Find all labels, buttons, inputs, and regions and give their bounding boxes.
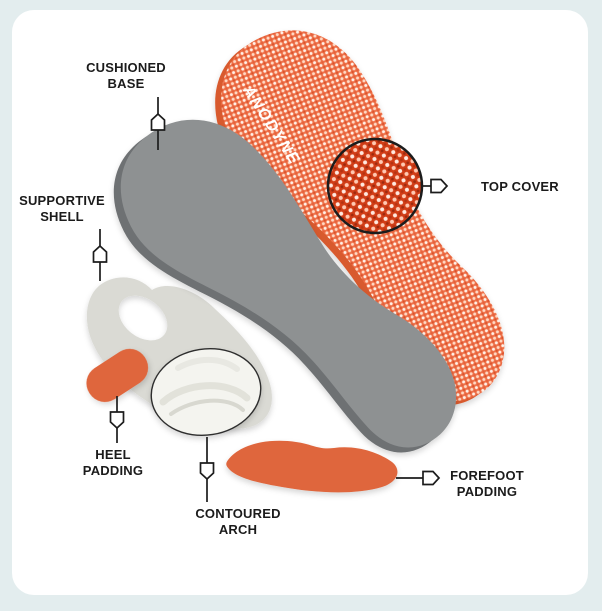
heel-padding-shape: [86, 348, 149, 403]
label-forefoot-padding: FOREFOOT PADDING: [450, 468, 524, 499]
tag-icon: [430, 178, 448, 194]
tag-icon: [109, 411, 125, 429]
arch-outline: [150, 347, 262, 437]
tag-icon: [150, 113, 166, 131]
contoured-arch-shape: [150, 347, 262, 437]
label-heel-padding: HEEL PADDING: [82, 447, 144, 478]
arch-contour-line: [159, 382, 251, 406]
tag-icon: [92, 245, 108, 263]
label-top-cover: TOP COVER: [481, 179, 559, 194]
tag-icon: [199, 462, 215, 480]
tag-icon: [422, 470, 440, 486]
label-cushioned-base: CUSHIONED BASE: [86, 60, 166, 91]
arch-contour-line: [169, 398, 245, 416]
label-supportive-shell: SUPPORTIVE SHELL: [19, 193, 105, 224]
magnifier-circle: [326, 137, 424, 235]
arch-contour-line: [175, 356, 240, 372]
forefoot-padding-shape: [226, 440, 398, 493]
label-contoured-arch: CONTOURED ARCH: [195, 506, 281, 537]
